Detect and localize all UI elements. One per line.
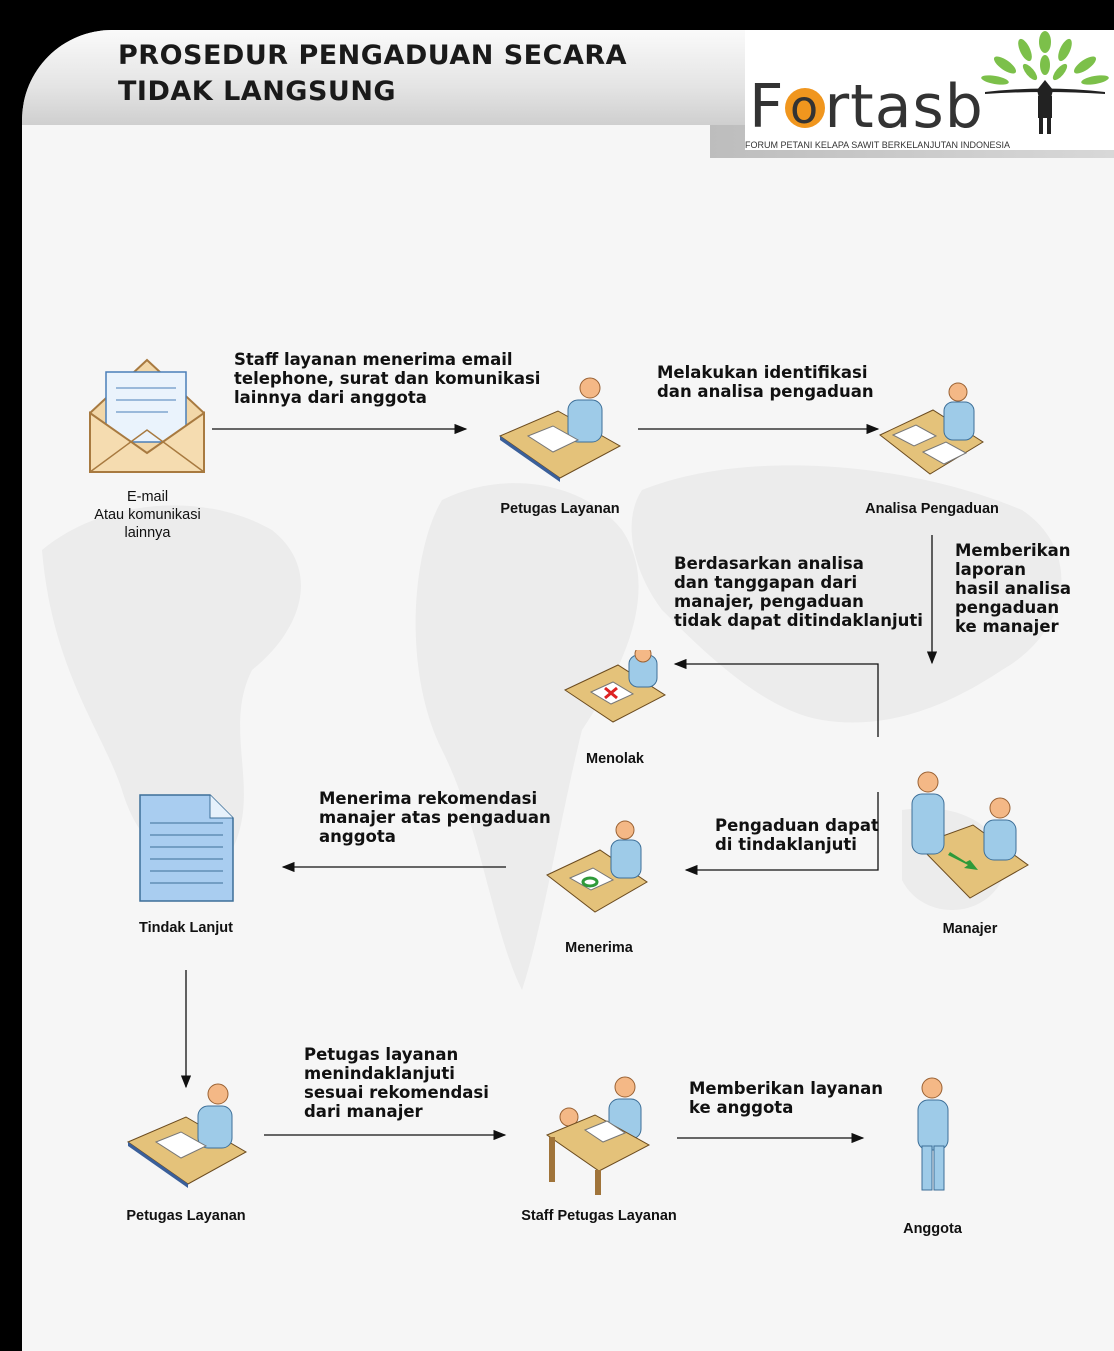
- node-label-manajer: Manajer: [942, 921, 998, 937]
- menerima-accept-icon: [546, 820, 648, 913]
- logo-subtitle: FORUM PETANI KELAPA SAWIT BERKELANJUTAN …: [745, 140, 1011, 150]
- manajer-meeting-icon: [911, 771, 1029, 899]
- world-map-background: [42, 465, 1062, 990]
- title-line-1: PROSEDUR PENGADUAN SECARA: [118, 40, 628, 71]
- arrow-manajer-to-menolak: [673, 658, 879, 737]
- document-icon: [139, 794, 234, 902]
- node-label-petugas-layanan-2: Petugas Layanan: [126, 1208, 246, 1224]
- node-label-analisa-pengaduan: Analisa Pengaduan: [865, 501, 999, 517]
- petugas-layanan-desk-icon-2: [126, 1083, 248, 1188]
- step-text-8: Memberikan layanan ke anggota: [689, 1079, 883, 1117]
- page-title: PROSEDUR PENGADUAN SECARA TIDAK LANGSUNG: [118, 38, 627, 110]
- node-label-staff-petugas-layanan: Staff Petugas Layanan: [521, 1208, 677, 1224]
- petugas-layanan-desk-icon: [498, 377, 622, 482]
- step-text-7: Petugas layanan menindaklanjuti sesuai r…: [304, 1045, 489, 1121]
- step-text-1: Staff layanan menerima email telephone, …: [234, 350, 541, 407]
- menolak-reject-icon: [563, 650, 666, 723]
- arrow-manajer-to-menerima: [684, 792, 879, 876]
- anggota-person-icon: [917, 1077, 949, 1191]
- step-text-6: Menerima rekomendasi manajer atas pengad…: [319, 789, 551, 846]
- step-text-4: Berdasarkan analisa dan tanggapan dari m…: [674, 554, 923, 630]
- node-label-email: E-mail Atau komunikasi lainnya: [94, 489, 201, 541]
- title-line-2: TIDAK LANGSUNG: [118, 76, 397, 107]
- node-label-petugas-layanan: Petugas Layanan: [500, 501, 620, 517]
- step-text-2: Melakukan identifikasi dan analisa penga…: [657, 363, 874, 401]
- step-text-5: Pengaduan dapat di tindaklanjuti: [715, 816, 879, 854]
- staff-petugas-desk-icon: [545, 1076, 651, 1195]
- node-label-menolak: Menolak: [585, 751, 644, 767]
- email-envelope-icon: [89, 358, 205, 473]
- node-label-anggota: Anggota: [903, 1221, 962, 1237]
- tree-person-icon: [981, 31, 1109, 134]
- node-label-tindak-lanjut: Tindak Lanjut: [139, 920, 233, 936]
- step-text-3: Memberikan laporan hasil analisa pengadu…: [955, 541, 1072, 636]
- analisa-pengaduan-desk-icon: [879, 382, 984, 475]
- node-label-menerima: Menerima: [565, 940, 633, 956]
